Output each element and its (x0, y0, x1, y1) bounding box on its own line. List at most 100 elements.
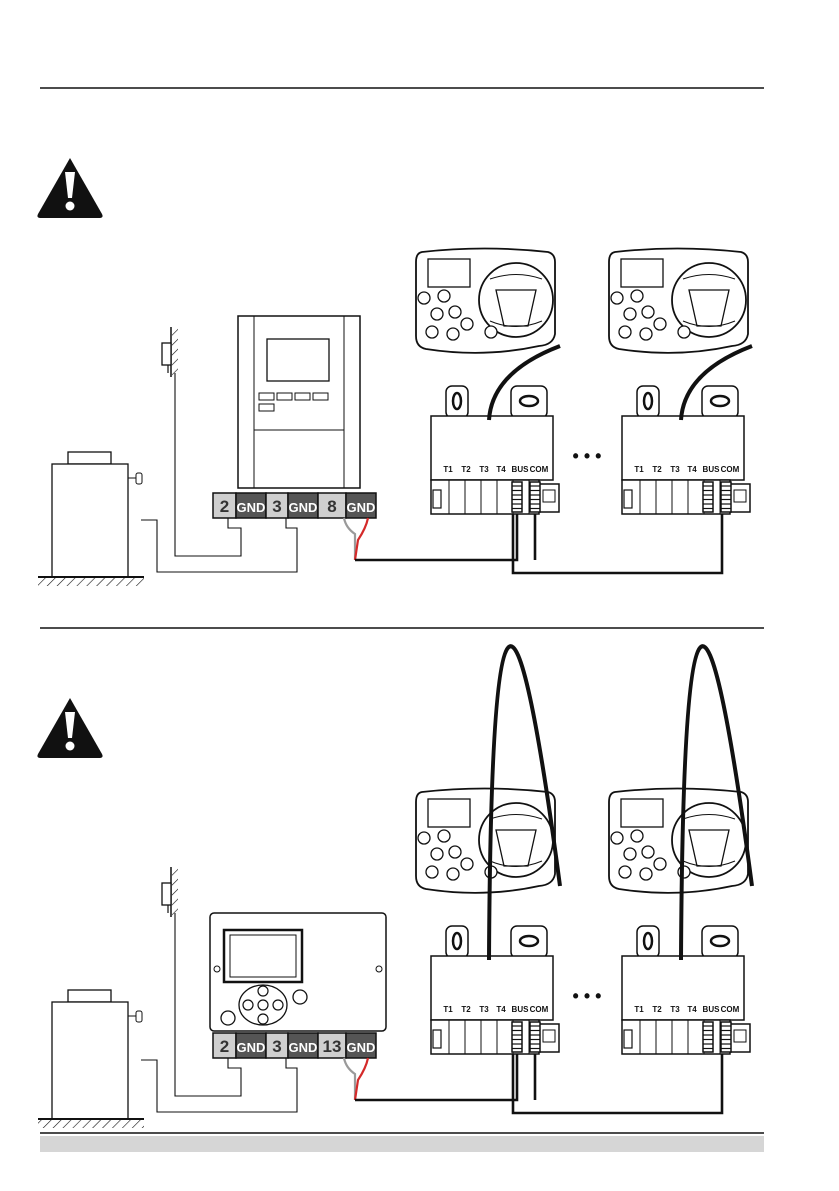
controller-button (221, 1011, 235, 1025)
terminal-number: 8 (327, 497, 336, 516)
thermostat-button (678, 866, 690, 878)
controller-button (293, 990, 307, 1004)
sensor-wire (175, 373, 241, 556)
thermostat-button (438, 290, 450, 302)
storage-tank (38, 452, 144, 586)
controller-button (259, 393, 274, 400)
terminal-label: T4 (687, 465, 697, 474)
thermostat-button (447, 868, 459, 880)
terminal-label: T4 (687, 1005, 697, 1014)
thermostat-button (678, 326, 690, 338)
wall-sensor (162, 327, 178, 377)
terminal-gnd: GND (289, 500, 318, 515)
nav-button (273, 1000, 283, 1010)
terminal-block (622, 480, 730, 514)
nav-button (258, 1000, 268, 1010)
thermostat-button (654, 318, 666, 330)
nav-button (258, 1014, 268, 1024)
thermostat-button (619, 866, 631, 878)
terminal-number: 2 (220, 497, 229, 516)
warning-dot (66, 742, 75, 751)
thermostat-button (624, 308, 636, 320)
thermostat-button (461, 858, 473, 870)
terminal-number: 3 (272, 1037, 281, 1056)
terminal-number: 3 (272, 497, 281, 516)
terminal-gnd: GND (237, 1040, 266, 1055)
tank-sensor (136, 1011, 142, 1022)
terminal-gnd: GND (347, 500, 376, 515)
bus-wire-chain (513, 514, 722, 573)
terminal-gnd: GND (289, 1040, 318, 1055)
module-fuse (433, 1030, 441, 1048)
mount-hole (711, 936, 729, 946)
continuation-dots: • • • (573, 986, 602, 1006)
wire-red (355, 1058, 368, 1100)
module-fuse (624, 490, 632, 508)
thermostat-button (619, 326, 631, 338)
thermostat-button (654, 858, 666, 870)
warning-icon (37, 158, 102, 218)
terminal-label: COM (721, 465, 740, 474)
room-thermostat (609, 249, 748, 353)
bus-wire (355, 1054, 517, 1100)
tank-sensor (136, 473, 142, 484)
terminal-label: COM (721, 1005, 740, 1014)
thermostat-button (418, 292, 430, 304)
tank-lid (68, 452, 111, 464)
floor-hatch (38, 577, 144, 586)
wiring-diagram-2: T1T2T3T4BUSCOMT1T2T3T4BUSCOM• • •2GND3GN… (37, 646, 752, 1128)
mount-hole (453, 393, 461, 409)
terminal-label: T3 (670, 1005, 680, 1014)
terminal-gnd: GND (237, 500, 266, 515)
controller-button (259, 404, 274, 411)
room-thermostat (609, 789, 748, 893)
thermostat-button (418, 832, 430, 844)
thermostat-display (428, 259, 470, 287)
wall-sensor (162, 867, 178, 917)
thermostat-display (621, 259, 663, 287)
terminal-label: T2 (652, 465, 662, 474)
terminal-label: BUS (703, 465, 721, 474)
thermostat-button (642, 846, 654, 858)
mount-hole (520, 396, 538, 406)
thermostat-button (438, 830, 450, 842)
terminal-label: T2 (461, 1005, 471, 1014)
mount-hole (644, 933, 652, 949)
terminal-label: BUS (703, 1005, 721, 1014)
terminal-label: T1 (443, 465, 453, 474)
thermostat-button (624, 848, 636, 860)
mount-hole (644, 393, 652, 409)
side-connector-inner (734, 490, 746, 502)
sensor-body (162, 343, 171, 365)
wall-hatch (172, 867, 178, 917)
thermostat-button (431, 848, 443, 860)
terminal-gnd: GND (347, 1040, 376, 1055)
controller-button (295, 393, 310, 400)
module-fuse (433, 490, 441, 508)
bus-wire (355, 514, 517, 560)
terminal-label: T4 (496, 465, 506, 474)
wire-grey (344, 518, 355, 560)
thermostat-button (447, 328, 459, 340)
thermostat-button (449, 846, 461, 858)
tank-body (52, 1002, 128, 1119)
room-thermostat (416, 249, 555, 353)
thermostat-button (642, 306, 654, 318)
terminal-number: 2 (220, 1037, 229, 1056)
warning-icon (37, 698, 102, 758)
thermostat-button (640, 328, 652, 340)
side-connector-inner (734, 1030, 746, 1042)
floor-hatch (38, 1119, 144, 1128)
terminal-label: BUS (512, 465, 530, 474)
tank-sensor-wire (141, 1058, 297, 1112)
tank-sensor-wire (141, 518, 297, 572)
thermostat-display (621, 799, 663, 827)
controller-button (277, 393, 292, 400)
terminal-label: T3 (479, 1005, 489, 1014)
thermostat-button (640, 868, 652, 880)
